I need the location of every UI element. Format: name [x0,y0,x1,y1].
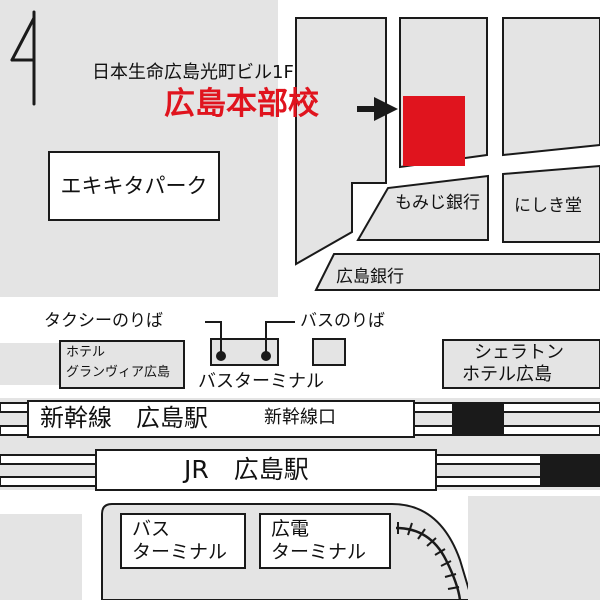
bus-terminal-bottom-line1: バス [132,518,171,540]
tram-track [395,526,462,600]
office-name-label: 広島本部校 [164,86,319,122]
block-hiroshima-bank [314,253,600,291]
tram-terminal-line1: 広電 [271,518,310,540]
block-sheraton [442,339,600,389]
shinkansen-station-label: 新幹線 広島駅 [40,404,208,432]
bus-terminal-label-top: バスターミナル [198,371,324,392]
bus-terminal-bottom-line2: ターミナル [132,541,228,563]
jr-station-label: JR 広島駅 [184,455,309,484]
office-marker [403,96,465,166]
tunnel-lower [540,456,600,485]
tunnel-upper [452,404,504,434]
bus-stop-callout [265,321,295,356]
tram-track-ties [397,522,460,590]
hiroshima-bank-label: 広島銀行 [336,267,404,287]
tram-terminal-box: 広電 ターミナル [259,513,391,569]
hotel-granvia-label-line2: グランヴィア広島 [66,365,171,380]
bus-stop-block [312,338,346,366]
shinkansen-exit-label: 新幹線口 [264,407,336,428]
block-southeast [468,496,600,600]
arrow-right-icon [357,97,398,121]
block-north-center [295,17,387,266]
block-northwest [0,0,278,297]
tram-terminal-line2: ターミナル [271,541,367,563]
eki-kita-park-label: エキキタパーク [48,151,220,221]
bus-stop-dot [261,351,271,361]
momiji-bank-label: もみじ銀行 [395,193,480,213]
strip-west [0,343,60,385]
block-nishikido [502,164,600,243]
office-building-label: 日本生命広島光町ビル1F [92,62,294,83]
sheraton-label-line2: ホテル広島 [462,364,552,385]
hotel-granvia-label-line1: ホテル [66,345,106,360]
taxi-stand-dot [216,351,226,361]
sheraton-label-line1: シェラトン [474,342,564,363]
block-momiji-bank [356,174,489,241]
taxi-stand-label: タクシーのりば [44,311,163,331]
jr-station-box [95,449,437,491]
nishikido-label: にしき堂 [514,196,582,216]
block-granvia [59,340,185,389]
shinkansen-station-box [27,400,415,438]
block-southwest [0,514,82,600]
bus-stop-label: バスのりば [300,311,385,331]
north-arrow-icon [10,10,36,106]
taxi-stand-callout [205,321,222,356]
bus-terminal-bottom-box: バス ターミナル [120,513,246,569]
block-northeast [502,17,600,157]
